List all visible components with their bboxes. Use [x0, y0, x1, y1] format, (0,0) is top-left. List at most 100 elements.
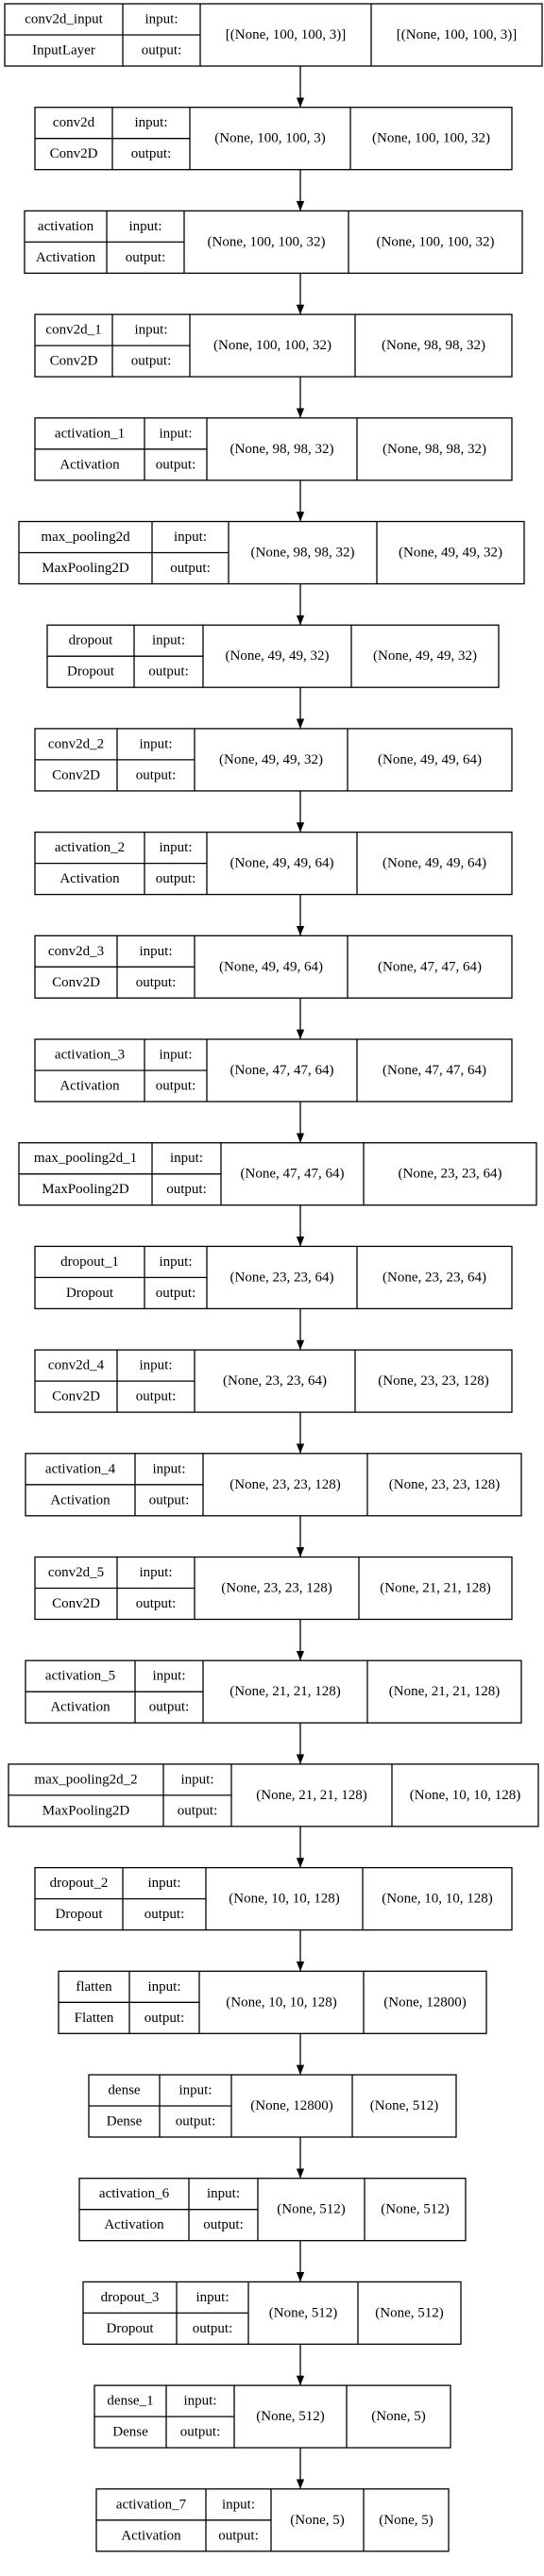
layer-type: Activation [60, 457, 120, 472]
output-label: output: [166, 1182, 207, 1197]
layer-node: activationActivationinput:output:(None, … [24, 210, 523, 275]
layer-node: activation_7Activationinput:output:(None… [95, 2488, 450, 2552]
input-shape: (None, 23, 23, 128) [221, 1581, 332, 1596]
input-label: input: [152, 1669, 185, 1684]
layer-name: dense_1 [107, 2394, 153, 2409]
input-shape: (None, 23, 23, 64) [223, 1373, 327, 1389]
layer-name: conv2d_4 [48, 1358, 105, 1373]
output-shape: (None, 21, 21, 128) [389, 1684, 500, 1699]
layer-type: Activation [50, 1492, 110, 1507]
output-label: output: [136, 1389, 177, 1405]
input-label: input: [139, 1358, 172, 1373]
layer-name: conv2d [53, 115, 95, 130]
layer-type: Dropout [67, 665, 115, 680]
input-shape: (None, 98, 98, 32) [251, 546, 355, 561]
input-label: input: [128, 219, 162, 234]
input-shape: (None, 49, 49, 32) [226, 648, 330, 664]
output-shape: (None, 23, 23, 64) [399, 1167, 502, 1182]
layer-type: Activation [60, 871, 120, 886]
input-label: input: [139, 736, 172, 751]
output-label: output: [156, 1079, 196, 1094]
layer-node: conv2d_inputInputLayerinput:output:[(Non… [4, 3, 543, 67]
layer-name: dense [108, 2083, 140, 2098]
layer-name: activation_1 [55, 426, 125, 441]
output-label: output: [136, 1596, 177, 1611]
output-shape: (None, 49, 49, 64) [382, 856, 486, 871]
layer-type: Conv2D [52, 1389, 100, 1405]
layer-type: Conv2D [52, 767, 100, 783]
input-label: input: [159, 426, 192, 441]
layer-type: InputLayer [32, 43, 95, 59]
input-shape: (None, 100, 100, 3) [214, 131, 325, 146]
input-shape: (None, 100, 100, 32) [208, 234, 326, 249]
output-label: output: [178, 1803, 218, 1818]
input-label: input: [222, 2497, 255, 2512]
output-label: output: [136, 767, 177, 783]
input-label: input: [174, 530, 207, 545]
layer-type: Activation [60, 1079, 120, 1094]
layer-name: activation_3 [55, 1048, 125, 1063]
output-shape: (None, 5) [371, 2409, 425, 2424]
output-shape: (None, 512) [370, 2098, 438, 2113]
layer-name: activation_2 [55, 840, 125, 855]
layer-type: Conv2D [52, 1596, 100, 1611]
output-shape: (None, 23, 23, 128) [378, 1373, 488, 1389]
input-shape: (None, 10, 10, 128) [229, 1892, 339, 1907]
layer-name: conv2d_5 [48, 1565, 104, 1580]
output-shape: (None, 512) [375, 2305, 443, 2320]
input-shape: (None, 49, 49, 64) [219, 959, 323, 974]
output-label: output: [136, 975, 177, 990]
layer-name: activation_7 [116, 2497, 187, 2512]
output-shape: (None, 98, 98, 32) [382, 338, 485, 353]
output-label: output: [170, 561, 211, 576]
input-shape: (None, 512) [277, 2202, 345, 2217]
layer-type: Activation [50, 1700, 110, 1715]
output-shape: (None, 12800) [383, 1995, 466, 2010]
input-shape: (None, 5) [290, 2513, 344, 2528]
layer-type: Activation [104, 2217, 164, 2232]
input-shape: (None, 47, 47, 64) [230, 1063, 334, 1078]
layer-node: max_pooling2dMaxPooling2Dinput:output:(N… [18, 520, 525, 585]
input-shape: (None, 21, 21, 128) [230, 1684, 340, 1699]
layer-nodes: conv2d_inputInputLayerinput:output:[(Non… [4, 3, 543, 2552]
output-shape: (None, 49, 49, 32) [399, 546, 502, 561]
layer-type: Dense [107, 2114, 143, 2130]
output-shape: (None, 100, 100, 32) [372, 131, 490, 146]
layer-name: activation_4 [45, 1461, 116, 1476]
input-shape: (None, 23, 23, 128) [230, 1477, 340, 1492]
input-label: input: [147, 1876, 180, 1891]
input-shape: [(None, 100, 100, 3)] [226, 27, 346, 42]
input-label: input: [134, 115, 167, 130]
input-label: input: [180, 1772, 213, 1787]
layer-type: Dropout [107, 2321, 155, 2336]
layer-name: dropout_3 [101, 2290, 160, 2305]
output-shape: (None, 98, 98, 32) [382, 442, 486, 457]
layer-node: activation_6Activationinput:output:(None… [78, 2178, 467, 2242]
layer-type: Dropout [66, 1286, 114, 1301]
input-shape: (None, 98, 98, 32) [230, 442, 334, 457]
output-shape: (None, 10, 10, 128) [382, 1892, 492, 1907]
output-shape: (None, 49, 49, 32) [373, 648, 477, 664]
layer-node: activation_3Activationinput:output:(None… [34, 1038, 513, 1103]
output-label: output: [149, 1492, 190, 1507]
layer-name: conv2d_2 [48, 736, 104, 751]
input-shape: (None, 49, 49, 32) [219, 752, 323, 767]
layer-name: max_pooling2d [41, 530, 130, 545]
input-label: input: [159, 840, 192, 855]
input-label: input: [152, 1461, 185, 1476]
layer-node-border [25, 1659, 522, 1724]
layer-node: activation_2Activationinput:output:(None… [34, 831, 513, 896]
output-label: output: [148, 665, 189, 680]
input-label: input: [159, 1254, 192, 1270]
output-shape: (None, 21, 21, 128) [380, 1581, 490, 1596]
layer-node: activation_5Activationinput:output:(None… [25, 1659, 522, 1724]
output-label: output: [142, 43, 182, 59]
output-shape: (None, 100, 100, 32) [377, 234, 495, 249]
output-shape: (None, 49, 49, 64) [378, 752, 482, 767]
